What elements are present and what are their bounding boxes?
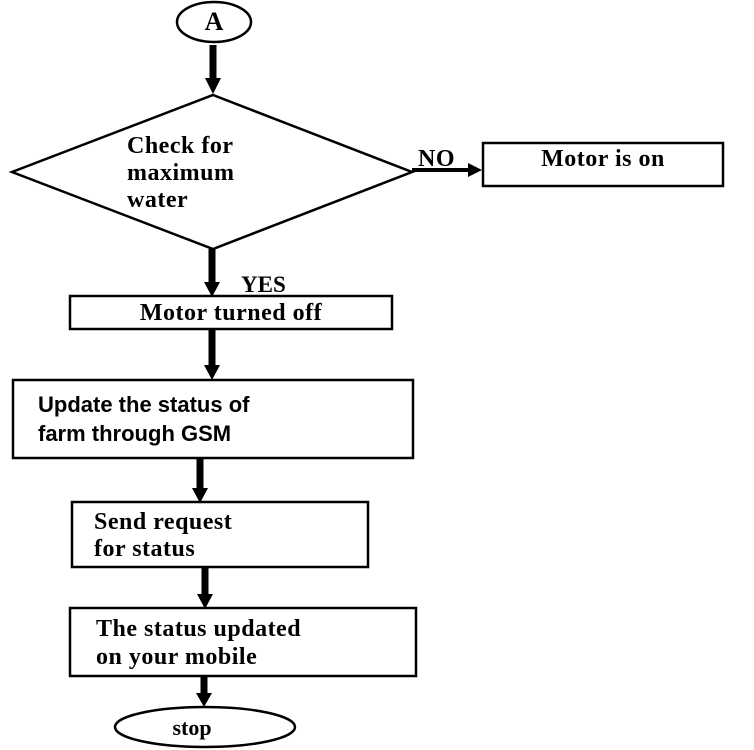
- status-updated-line-1: The status updated: [96, 616, 301, 642]
- status-updated-line-2: on your mobile: [96, 644, 257, 670]
- connector-a: A: [175, 0, 253, 44]
- process-motor-on: Motor is on: [481, 141, 725, 188]
- update-status-line-1: Update the status of: [38, 392, 250, 417]
- arrow-a-to-decision: [205, 45, 221, 94]
- process-update-status: Update the status of farm through GSM: [11, 378, 415, 460]
- svg-text:Check for maximum: Check for maximum water: [127, 133, 241, 213]
- process-send-request: Send request for status: [70, 500, 370, 569]
- svg-text:Update the status of far: Update the status of farm through GSM: [38, 392, 256, 446]
- arrow-no-to-motor-on: NO: [412, 146, 482, 177]
- arrow-to-update-status: [204, 329, 220, 380]
- terminator-stop: stop: [113, 705, 297, 749]
- arrow-to-status-updated: [197, 567, 213, 609]
- no-label: NO: [418, 146, 455, 172]
- send-request-line-1: Send request: [94, 509, 232, 535]
- svg-text:The status updated on yo: The status updated on your mobile: [96, 616, 308, 670]
- update-status-line-2: farm through GSM: [38, 421, 231, 446]
- arrow-to-send-request: [192, 458, 208, 503]
- stop-label: stop: [172, 715, 211, 740]
- arrow-yes-to-motor-off: YES: [204, 249, 286, 297]
- motor-on-label: Motor is on: [541, 146, 665, 172]
- arrow-to-stop: [196, 676, 212, 707]
- process-motor-turned-off: Motor turned off: [68, 294, 394, 331]
- motor-off-label: Motor turned off: [140, 300, 323, 326]
- connector-a-label: A: [205, 7, 224, 36]
- decision-check-max-water: Check for maximum water: [8, 93, 416, 251]
- svg-text:Send request for status: Send request for status: [94, 509, 239, 562]
- decision-line-1: Check for: [127, 133, 233, 159]
- process-status-updated: The status updated on your mobile: [68, 606, 418, 678]
- decision-line-3: water: [127, 187, 188, 213]
- send-request-line-2: for status: [94, 536, 195, 562]
- decision-line-2: maximum: [127, 160, 235, 186]
- yes-label: YES: [241, 272, 286, 297]
